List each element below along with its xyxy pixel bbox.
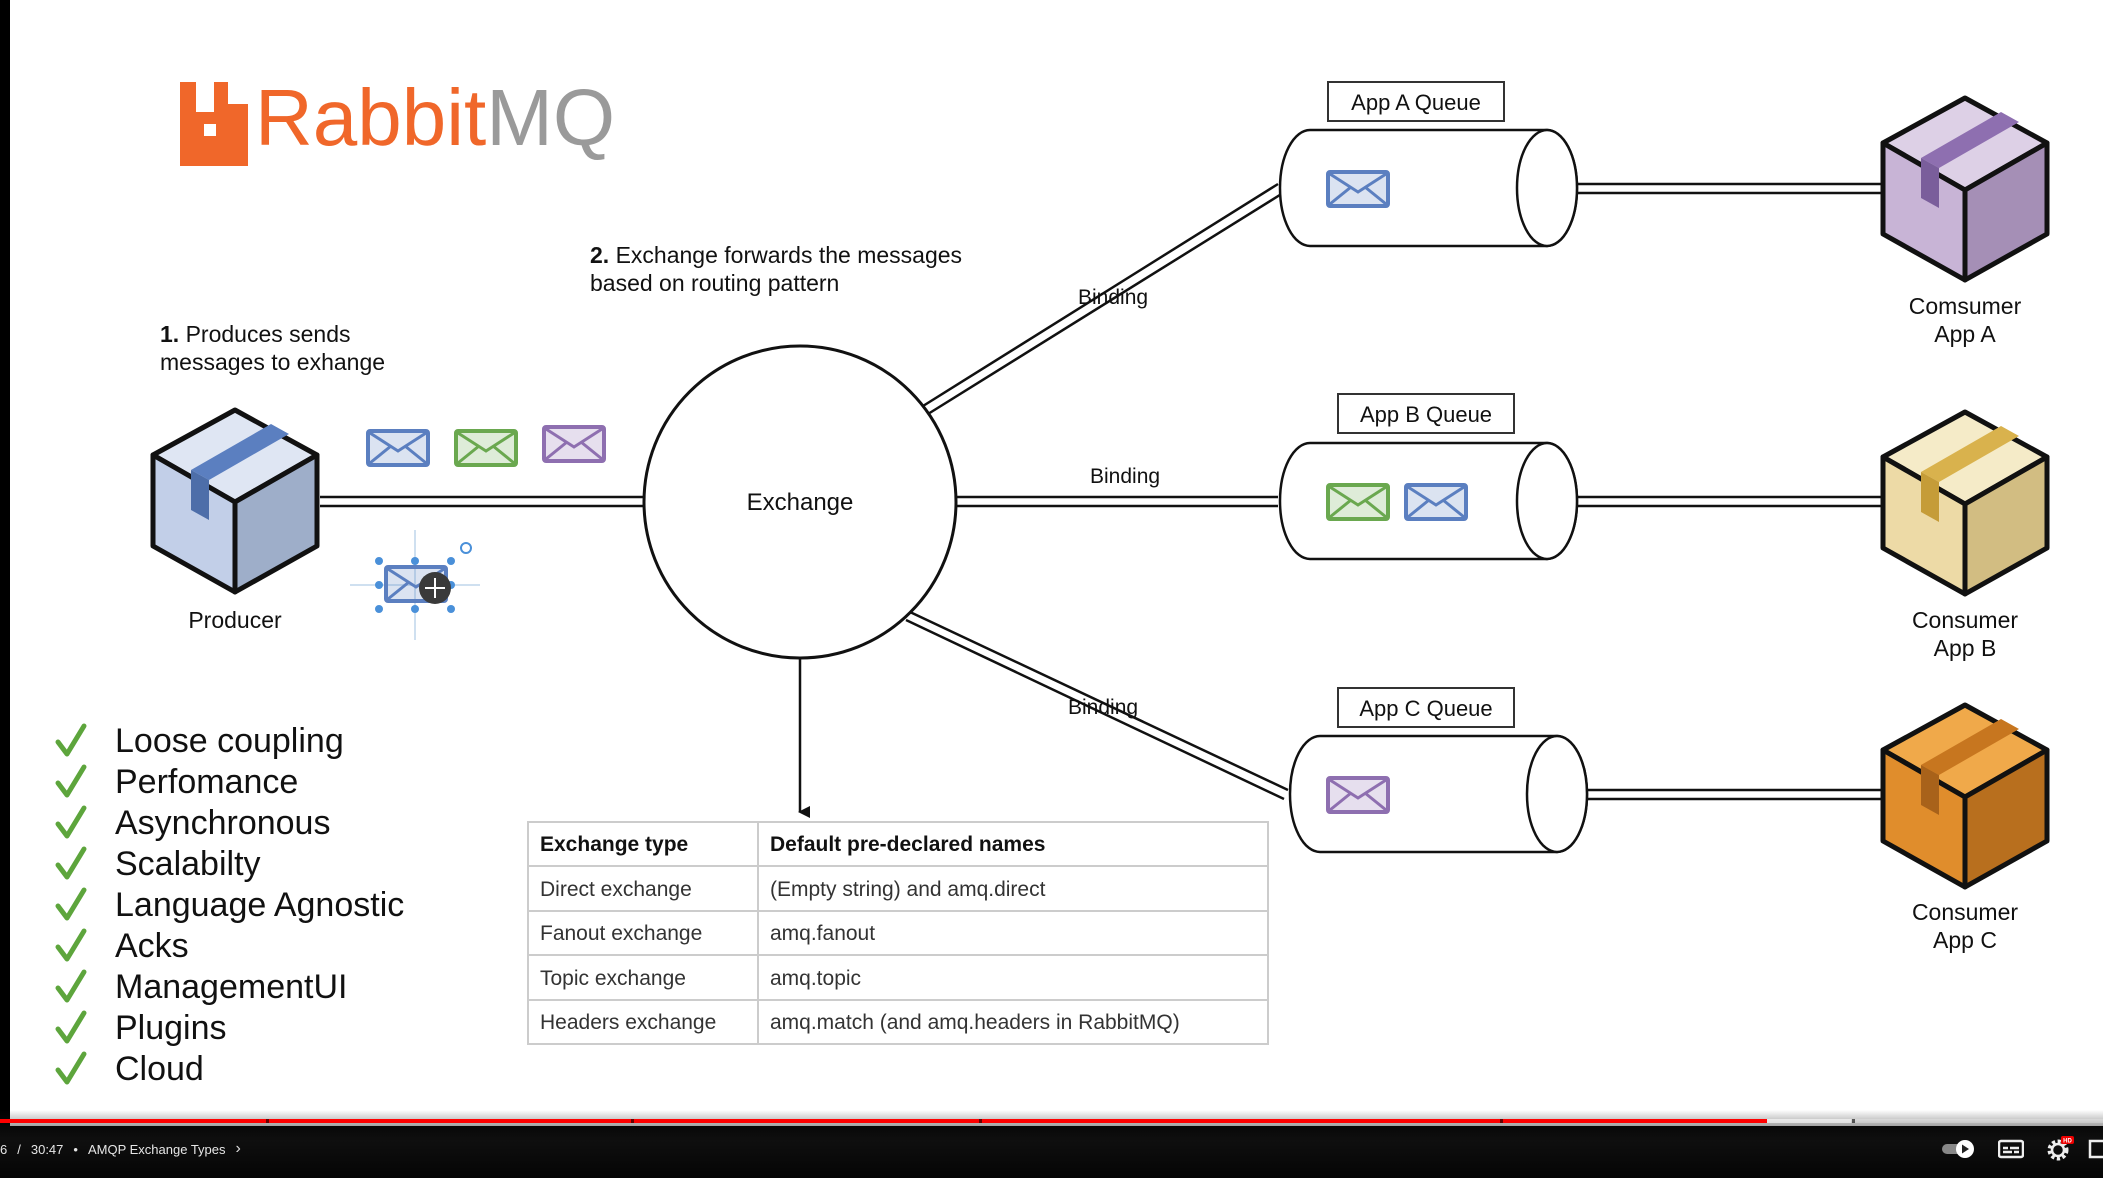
binding-label-b: Binding — [1090, 465, 1160, 488]
feature-item: ManagementUI — [115, 968, 347, 1006]
message-envelope-icon — [542, 425, 606, 463]
check-icon — [55, 723, 87, 757]
consumer-c-label-line1: Consumer — [1912, 899, 2018, 925]
autoplay-toggle-icon[interactable] — [1940, 1136, 1978, 1162]
feature-item: Perfomance — [115, 763, 298, 801]
feature-item: Plugins — [115, 1009, 227, 1047]
consumer-b-box-icon — [1880, 409, 2050, 597]
binding-label-c: Binding — [1068, 696, 1138, 719]
svg-text:RabbitMQ: RabbitMQ — [255, 73, 615, 162]
miniplayer-icon[interactable] — [2088, 1136, 2103, 1162]
chapter-marker — [631, 1119, 634, 1123]
logo-text-rabbit: Rabbit — [255, 73, 486, 162]
message-envelope-icon — [1326, 170, 1390, 208]
consumer-b-label-line2: App B — [1934, 635, 1997, 661]
bullet-separator: • — [73, 1141, 78, 1157]
video-frame[interactable]: RabbitMQ 1. Produces sends messages to e… — [10, 0, 2103, 1126]
consumer-c-box-icon — [1880, 702, 2050, 890]
rabbitmq-slide: RabbitMQ 1. Produces sends messages to e… — [55, 73, 2050, 1088]
check-icon — [55, 805, 87, 839]
features-list: Loose couplingPerfomanceAsynchronousScal… — [55, 722, 404, 1088]
chapter-marker — [979, 1119, 982, 1123]
progress-played — [0, 1119, 1767, 1123]
feature-item: Asynchronous — [115, 804, 330, 842]
check-icon — [55, 969, 87, 1003]
time-total: 30:47 — [30, 1141, 64, 1157]
message-envelope-icon — [454, 429, 518, 467]
message-envelope-icon — [1326, 776, 1390, 814]
exchange-node: Exchange — [642, 344, 958, 660]
step1-text-line1: 1. Produces sends — [160, 321, 351, 347]
queue-label-b: App B Queue — [1360, 402, 1492, 427]
chevron-right-icon[interactable]: › — [235, 1140, 241, 1157]
check-icon — [55, 1051, 87, 1085]
table-cell: Fanout exchange — [540, 922, 702, 945]
queue-app-a: App A Queue — [1278, 81, 1579, 248]
step2-text-line2: based on routing pattern — [590, 270, 839, 296]
selected-message-icon[interactable] — [350, 530, 480, 640]
step1-text-line2: messages to exhange — [160, 349, 385, 375]
table-cell: amq.topic — [770, 967, 861, 990]
feature-item: Acks — [115, 927, 189, 965]
table-header-names: Default pre-declared names — [770, 833, 1045, 856]
chapter-marker — [1500, 1119, 1503, 1123]
logo-text-mq: MQ — [486, 73, 615, 162]
settings-gear-icon[interactable]: HD — [2044, 1136, 2076, 1162]
check-icon — [55, 764, 87, 798]
table-header-type: Exchange type — [540, 833, 688, 856]
table-cell: Headers exchange — [540, 1011, 716, 1034]
check-icon — [55, 928, 87, 962]
check-icon — [55, 846, 87, 880]
hd-badge: HD — [2063, 1139, 2072, 1145]
producer-box-icon — [150, 407, 320, 595]
feature-item: Language Agnostic — [115, 886, 404, 924]
exchange-types-table: Exchange type Default pre-declared names… — [527, 821, 1269, 1045]
consumer-a-label-line1: Comsumer — [1909, 293, 2022, 319]
check-icon — [55, 887, 87, 921]
queue-label-c: App C Queue — [1359, 696, 1492, 721]
consumer-b-label-line1: Consumer — [1912, 607, 2018, 633]
rabbitmq-logo: RabbitMQ — [180, 73, 615, 166]
consumer-a-box-icon — [1880, 95, 2050, 283]
queue-app-c: App C Queue — [1288, 687, 1589, 854]
progress-bar[interactable] — [0, 1119, 2103, 1123]
queue-label-a: App A Queue — [1351, 90, 1481, 115]
feature-item: Loose coupling — [115, 722, 344, 760]
table-cell: amq.fanout — [770, 922, 875, 945]
exchange-label: Exchange — [747, 489, 854, 516]
table-cell: (Empty string) and amq.direct — [770, 878, 1046, 901]
binding-label-a: Binding — [1078, 286, 1148, 309]
feature-item: Scalabilty — [115, 845, 261, 883]
consumer-c-label-line2: App C — [1933, 927, 1997, 953]
time-separator: / — [17, 1141, 21, 1157]
producer-label: Producer — [188, 607, 282, 633]
message-envelope-icon — [1326, 483, 1390, 521]
time-current: 6 — [0, 1141, 8, 1157]
subtitles-icon[interactable] — [1995, 1136, 2027, 1162]
queue-app-b: App B Queue — [1278, 393, 1579, 561]
step2-text-line1: 2. Exchange forwards the messages — [590, 242, 962, 268]
chapter-title[interactable]: AMQP Exchange Types — [87, 1141, 226, 1157]
message-envelope-icon — [1404, 483, 1468, 521]
time-display: 6 / 30:47 • AMQP Exchange Types › — [0, 1139, 241, 1159]
table-cell: Direct exchange — [540, 878, 692, 901]
connection-lines — [320, 182, 1883, 801]
feature-item: Cloud — [115, 1050, 204, 1088]
chapter-marker — [1852, 1119, 1855, 1123]
table-cell: amq.match (and amq.headers in RabbitMQ) — [770, 1011, 1180, 1034]
message-envelope-icon — [366, 429, 430, 467]
chapter-marker — [266, 1119, 269, 1123]
table-cell: Topic exchange — [540, 967, 686, 990]
consumer-a-label-line2: App A — [1934, 321, 1996, 347]
check-icon — [55, 1010, 87, 1044]
